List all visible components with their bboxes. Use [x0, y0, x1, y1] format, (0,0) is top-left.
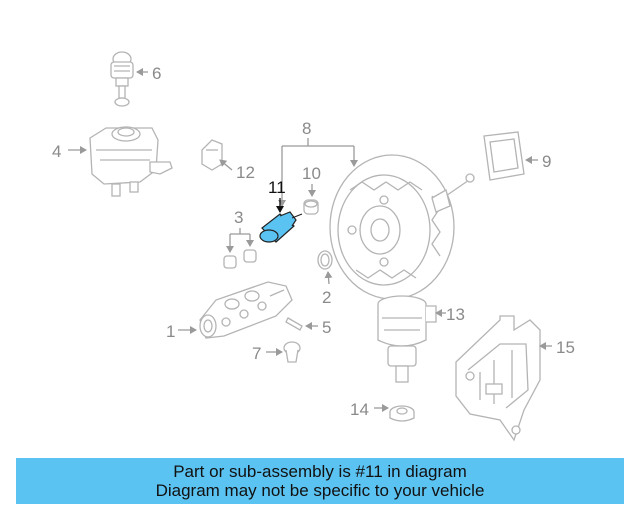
callout-11[interactable]: 11	[268, 178, 286, 197]
part-6-reservoir-cap[interactable]	[110, 51, 134, 107]
part-3-fittings[interactable]	[223, 249, 257, 269]
callout-12[interactable]: 12	[236, 163, 255, 182]
part-1-master-cylinder[interactable]	[199, 281, 293, 339]
part-11-highlighted-sensor[interactable]	[259, 211, 303, 243]
part-15-mounting-bracket[interactable]	[455, 315, 541, 442]
callout-10[interactable]: 10	[302, 164, 321, 183]
part-7-fitting[interactable]	[283, 341, 301, 363]
part-5-pin[interactable]	[285, 317, 303, 331]
part-14-grommet[interactable]	[389, 405, 415, 422]
banner-line-1: Part or sub-assembly is #11 in diagram	[173, 462, 467, 481]
part-12-bracket[interactable]	[201, 139, 223, 171]
part-2-o-ring[interactable]	[317, 250, 333, 270]
callout-8[interactable]: 8	[302, 119, 311, 138]
callout-14[interactable]: 14	[350, 400, 369, 419]
callout-1[interactable]: 1	[166, 322, 175, 341]
part-4-fluid-reservoir[interactable]	[89, 126, 173, 197]
parts-diagram: 6 4 12 8 10 11 3	[52, 51, 575, 442]
info-banner: Part or sub-assembly is #11 in diagram D…	[16, 458, 624, 504]
callout-9[interactable]: 9	[542, 152, 551, 171]
callout-6[interactable]: 6	[152, 64, 161, 83]
callout-4[interactable]: 4	[52, 142, 61, 161]
part-8-brake-booster[interactable]	[329, 154, 475, 300]
callout-13[interactable]: 13	[446, 305, 465, 324]
callout-7[interactable]: 7	[252, 344, 261, 363]
callout-3[interactable]: 3	[234, 208, 243, 227]
part-9-gasket[interactable]	[483, 131, 525, 181]
callout-15[interactable]: 15	[556, 338, 575, 357]
callout-5[interactable]: 5	[322, 318, 331, 337]
part-13-vacuum-pump[interactable]	[377, 295, 437, 383]
part-10-check-valve[interactable]	[303, 199, 319, 215]
banner-line-2: Diagram may not be specific to your vehi…	[155, 481, 485, 500]
callout-2[interactable]: 2	[322, 288, 331, 307]
